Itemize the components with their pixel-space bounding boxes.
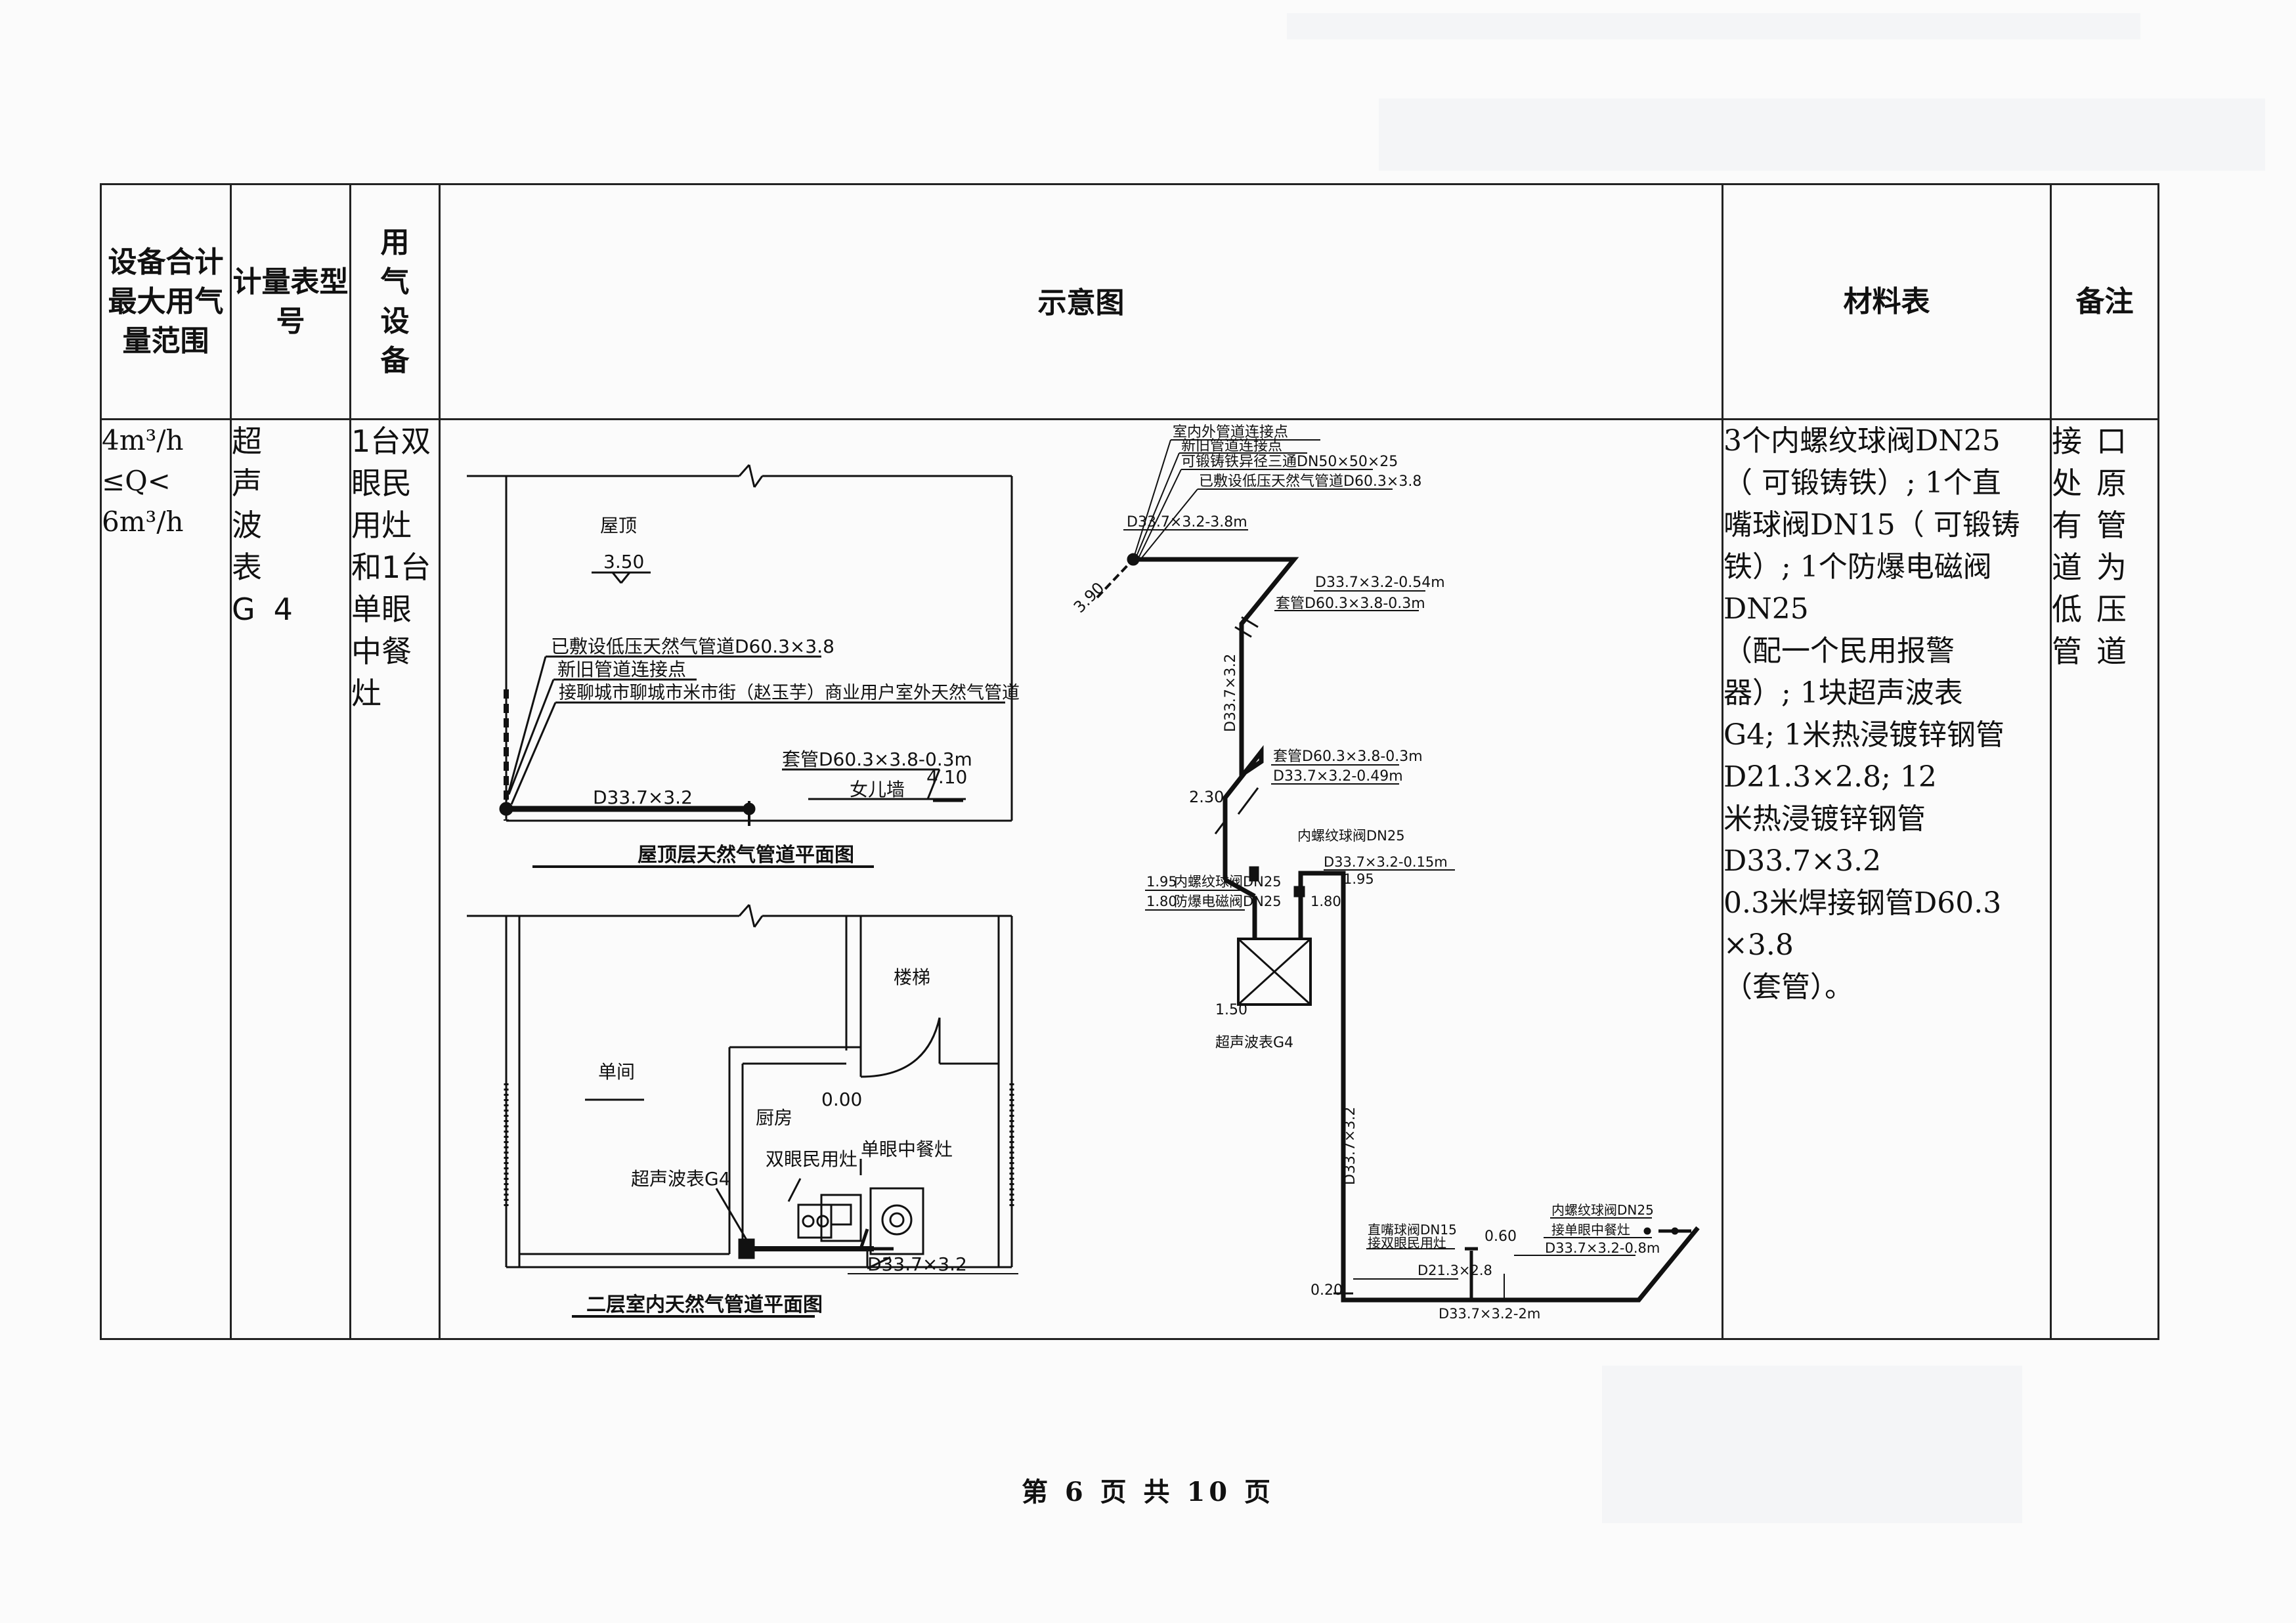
meter-cell: 超 声 波 表 G4: [230, 418, 351, 1340]
iso-note-junction: 新旧管道连接点: [1181, 438, 1282, 454]
gas-pipe-diagram: 屋顶 3.50 已敷设低压天然气管道D60.3×3.8 新旧管道连接点 接聊城市…: [467, 424, 1700, 1322]
iso-valve-right: 内螺纹球阀DN25: [1551, 1202, 1654, 1218]
iso-pipe-2m: D33.7×3.2-2m: [1439, 1306, 1540, 1322]
iso-meter-label: 超声波表G4: [1215, 1035, 1293, 1051]
parapet-level: 4.10: [926, 766, 967, 788]
roof-note-junction: 新旧管道连接点: [557, 659, 686, 680]
materials-line: （套管）。: [1723, 970, 1853, 1004]
range-line-1: 4m³/h: [102, 424, 184, 456]
iso-pipe-08m: D33.7×3.2-0.8m: [1545, 1240, 1660, 1256]
roof-sleeve-label: 套管D60.3×3.8-0.3m: [782, 748, 972, 770]
diagram-cell: 屋顶 3.50 已敷设低压天然气管道D60.3×3.8 新旧管道连接点 接聊城市…: [439, 418, 1723, 1340]
iso-level-180-left: 1.80: [1146, 894, 1177, 909]
materials-cell: 3个内螺纹球阀DN25 （ 可锻铸铁）; 1个直 嘴球阀DN15（ 可锻铸 铁）…: [1722, 418, 2052, 1340]
range-line-3: 6m³/h: [102, 506, 184, 538]
iso-pipe-d21: D21.3×2.8: [1418, 1263, 1492, 1278]
floor-plan-labels: 楼梯 单间 厨房 0.00 单眼中餐灶 双眼民用灶 超声波表G4 D33.7×3…: [586, 966, 967, 1316]
header-remark: 备注: [2050, 183, 2159, 420]
iso-straight-valve: 直嘴球阀DN15: [1368, 1222, 1457, 1238]
floor-plan: [467, 904, 1018, 1318]
materials-line: 0.3米焊接钢管D60.3: [1723, 886, 2002, 920]
iso-note-indoor-outdoor: 室内外管道连接点: [1173, 424, 1288, 441]
header-row: 设备合计最大用气量范围 计量表型号 用气设备 示意图 材料表 备注: [100, 183, 2159, 420]
iso-note-existing-pipe: 已敷设低压天然气管道D60.3×3.8: [1199, 473, 1421, 490]
isometric-labels: 室内外管道连接点 新旧管道连接点 可锻铸铁异径三通DN50×50×25 已敷设低…: [1070, 424, 1660, 1322]
floor-pipe-label: D33.7×3.2: [867, 1253, 967, 1275]
gas-install-table: 设备合计最大用气量范围 计量表型号 用气设备 示意图 材料表 备注 4m³/h …: [100, 183, 2159, 1340]
remark-cell: 接口处原有管道为低压管道: [2050, 418, 2159, 1340]
double-stove-label: 双眼民用灶: [766, 1148, 857, 1170]
iso-level-150: 1.50: [1215, 1002, 1247, 1018]
iso-vertical-pipe-upper: D33.7×3.2: [1223, 654, 1239, 732]
roof-note-existing-pipe: 已敷设低压天然气管道D60.3×3.8: [551, 636, 834, 657]
stair-label: 楼梯: [894, 966, 930, 988]
data-row: 4m³/h ≤Q< 6m³/h 超 声 波 表 G4 1台双眼民用灶和1台单眼中…: [100, 418, 2159, 1340]
header-diagram: 示意图: [439, 183, 1723, 420]
floor-plan-title: 二层室内天然气管道平面图: [586, 1293, 823, 1316]
iso-level-195-right: 1.95: [1343, 871, 1374, 887]
header-materials: 材料表: [1722, 183, 2052, 420]
iso-to-double-stove: 接双眼民用灶: [1368, 1235, 1446, 1251]
iso-vertical-pipe-lower: D33.7×3.2: [1342, 1107, 1358, 1185]
iso-solenoid-valve: 防爆电磁阀DN25: [1174, 894, 1282, 909]
iso-level-195-left: 1.95: [1146, 874, 1177, 890]
roof-pipe-label: D33.7×3.2: [593, 787, 693, 808]
range-line-2: ≤Q<: [102, 465, 171, 497]
roof-plan-labels: 屋顶 3.50 已敷设低压天然气管道D60.3×3.8 新旧管道连接点 接聊城市…: [551, 515, 1020, 867]
single-stove-label: 单眼中餐灶: [861, 1138, 953, 1160]
scan-shading: [1602, 1366, 2022, 1523]
header-meter: 计量表型号: [230, 183, 351, 420]
iso-sleeve-upper: 套管D60.3×3.8-0.3m: [1276, 595, 1425, 612]
iso-pipe-054m: D33.7×3.2-0.54m: [1315, 574, 1445, 591]
room-label: 单间: [598, 1061, 635, 1083]
materials-line: 米热浸镀锌钢管: [1723, 802, 1926, 836]
iso-underlines: [1123, 529, 1652, 1280]
materials-line: D33.7×3.2: [1723, 844, 1882, 878]
header-range: 设备合计最大用气量范围: [100, 183, 232, 420]
iso-pipe-015m: D33.7×3.2-0.15m: [1324, 854, 1448, 870]
iso-pipe-38m: D33.7×3.2-3.8m: [1127, 514, 1247, 530]
meter-label: 超声波表G4: [631, 1168, 731, 1190]
materials-line: （ 可锻铸铁）; 1个直: [1723, 466, 2001, 500]
iso-to-single-stove: 接单眼中餐灶: [1551, 1222, 1630, 1238]
iso-note-reducing-tee: 可锻铸铁异径三通DN50×50×25: [1181, 454, 1398, 470]
materials-line: G4; 1米热浸镀锌钢管: [1723, 718, 2004, 752]
roof-plan-title: 屋顶层天然气管道平面图: [638, 844, 854, 867]
iso-level-060: 0.60: [1484, 1228, 1517, 1245]
isometric-system: [1096, 439, 1700, 1303]
header-equipment: 用气设备: [349, 183, 441, 420]
page-footer: 第 6 页 共 10 页: [1021, 1477, 1275, 1507]
kitchen-label: 厨房: [756, 1107, 792, 1129]
roof-room-label: 屋顶: [600, 515, 637, 536]
iso-pipe-049m: D33.7×3.2-0.49m: [1273, 768, 1403, 785]
iso-leader-lines: [1133, 439, 1393, 560]
roof-room-level: 3.50: [603, 551, 644, 573]
iso-level-020: 0.20: [1310, 1282, 1343, 1299]
iso-level-390: 3.90: [1070, 578, 1108, 617]
materials-line: 铁）; 1个防爆电磁阀: [1723, 550, 1992, 584]
roof-note-external: 接聊城市聊城市米市街（赵玉芋）商业用户室外天然气管道: [559, 683, 1020, 703]
materials-line: 嘴球阀DN15（ 可锻铸: [1723, 508, 2020, 542]
scan-shading: [1287, 13, 2140, 39]
materials-line: DN25: [1723, 592, 1809, 626]
scan-shading: [1379, 98, 2265, 171]
materials-line: 3个内螺纹球阀DN25: [1723, 424, 2001, 458]
materials-line: D21.3×2.8; 12: [1723, 760, 1937, 794]
iso-sleeve-lower: 套管D60.3×3.8-0.3m: [1273, 748, 1423, 765]
kitchen-level: 0.00: [821, 1089, 862, 1110]
parapet-label: 女儿墙: [850, 779, 905, 800]
roof-plan: [467, 464, 1013, 868]
iso-valve-left: 内螺纹球阀DN25: [1174, 874, 1282, 890]
materials-line: ×3.8: [1723, 928, 1794, 962]
equipment-cell: 1台双眼民用灶和1台单眼中餐灶: [349, 418, 441, 1340]
iso-valve-top: 内螺纹球阀DN25: [1297, 828, 1405, 844]
iso-level-230: 2.30: [1189, 788, 1224, 806]
range-cell: 4m³/h ≤Q< 6m³/h: [100, 418, 232, 1340]
iso-level-180-right: 1.80: [1310, 894, 1341, 909]
materials-line: （配一个民用报警: [1723, 634, 1955, 668]
materials-line: 器）; 1块超声波表: [1723, 676, 1963, 710]
